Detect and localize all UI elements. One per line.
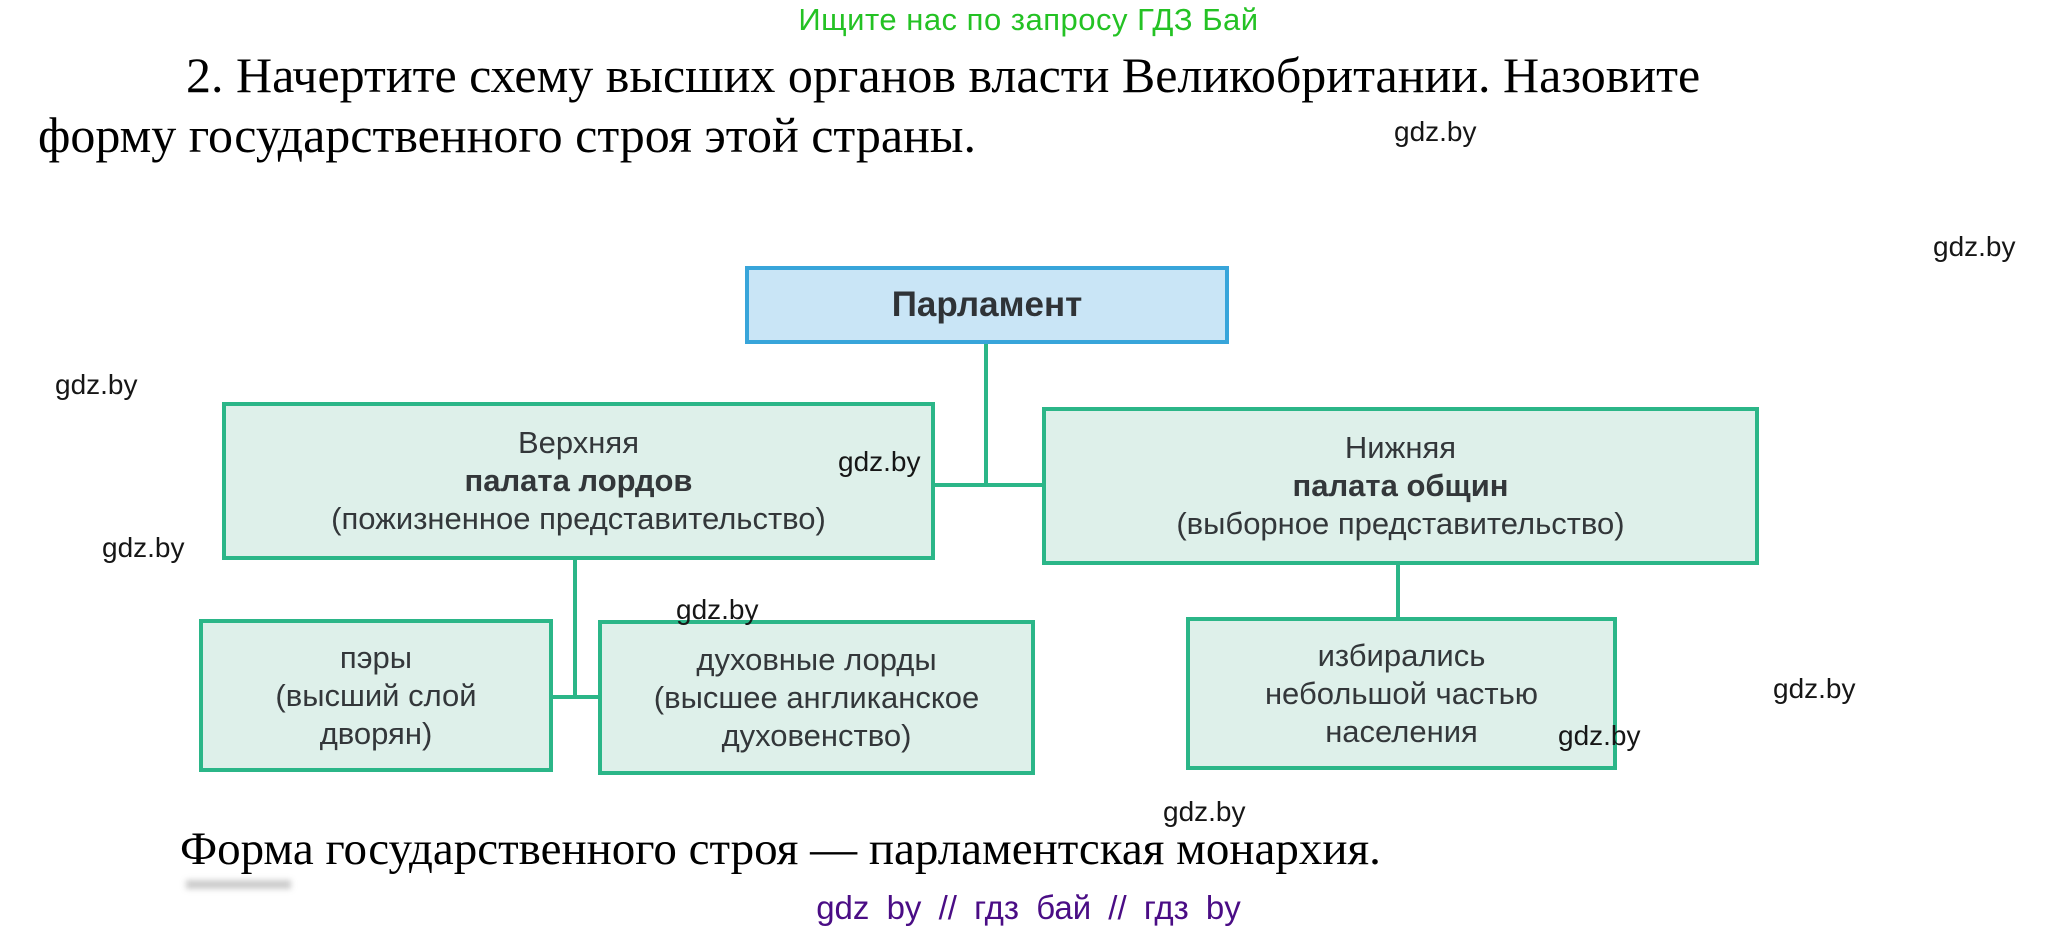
- watermark-gdzby-over-elected: gdz.by: [1558, 720, 1641, 751]
- lower-house-line3: (выборное представительство): [1176, 506, 1625, 541]
- peers-line1: пэры: [339, 639, 413, 675]
- watermark-gdzby-above-spiritual: gdz.by: [676, 594, 759, 625]
- commons-electorate-line3: населения: [1325, 713, 1478, 749]
- conclusion-text: Форма государственного строя — парламент…: [180, 823, 1381, 875]
- upper-house-line1: Верхняя: [517, 425, 639, 460]
- upper-house-line3: (пожизненное представительство): [331, 501, 826, 536]
- connector-peers-horizontal: [553, 695, 600, 699]
- connector-parliament-down: [984, 343, 988, 485]
- spiritual-lords-line2: (высшее англиканское: [653, 679, 980, 715]
- scan-artifact-smudge: [186, 880, 291, 889]
- watermark-gdzby-upper-box: gdz.by: [838, 446, 921, 477]
- task-text-line1: 2. Начертите схему высших органов власти…: [186, 47, 1701, 103]
- commons-electorate-box: избирались небольшой частью населения: [1186, 617, 1617, 770]
- peers-line2: (высший слой: [275, 677, 477, 713]
- lower-house-line2: палата общин: [1292, 468, 1509, 503]
- commons-electorate-line2: небольшой частью: [1264, 675, 1539, 711]
- spiritual-lords-line1: духовные лорды: [696, 641, 937, 677]
- connector-houses-horizontal: [930, 483, 1043, 487]
- parliament-label: Парламент: [891, 285, 1083, 324]
- lower-house-box: Нижняя палата общин (выборное представит…: [1042, 407, 1759, 565]
- upper-house-box: Верхняя палата лордов (пожизненное предс…: [222, 402, 935, 560]
- watermark-gdzby-left-lower: gdz.by: [102, 532, 185, 563]
- watermark-gdzby-above-conclusion: gdz.by: [1163, 796, 1246, 827]
- watermark-gdzby-far-right: gdz.by: [1933, 231, 2016, 262]
- lower-house-line1: Нижняя: [1344, 430, 1457, 465]
- task-text-line2: форму государственного строя этой страны…: [38, 107, 976, 163]
- promo-banner-text: Ищите нас по запросу ГДЗ Бай: [798, 2, 1259, 37]
- watermark-gdzby-right-of-elected: gdz.by: [1773, 673, 1856, 704]
- peers-box: пэры (высший слой дворян): [199, 619, 553, 772]
- watermark-gdzby-title: gdz.by: [1394, 116, 1477, 147]
- connector-lower-house-down: [1396, 563, 1400, 618]
- upper-house-line2: палата лордов: [464, 463, 693, 498]
- peers-line3: дворян): [319, 715, 433, 751]
- connector-upper-house-down: [573, 558, 577, 699]
- spiritual-lords-line3: духовенство): [721, 717, 912, 753]
- footer-keywords-text: gdz by // гдз бай // гдз by: [816, 889, 1241, 926]
- parliament-box: Парламент: [745, 266, 1229, 344]
- commons-electorate-line1: избирались: [1317, 637, 1486, 673]
- spiritual-lords-box: духовные лорды (высшее англиканское духо…: [598, 620, 1035, 775]
- watermark-gdzby-left-upper: gdz.by: [55, 369, 138, 400]
